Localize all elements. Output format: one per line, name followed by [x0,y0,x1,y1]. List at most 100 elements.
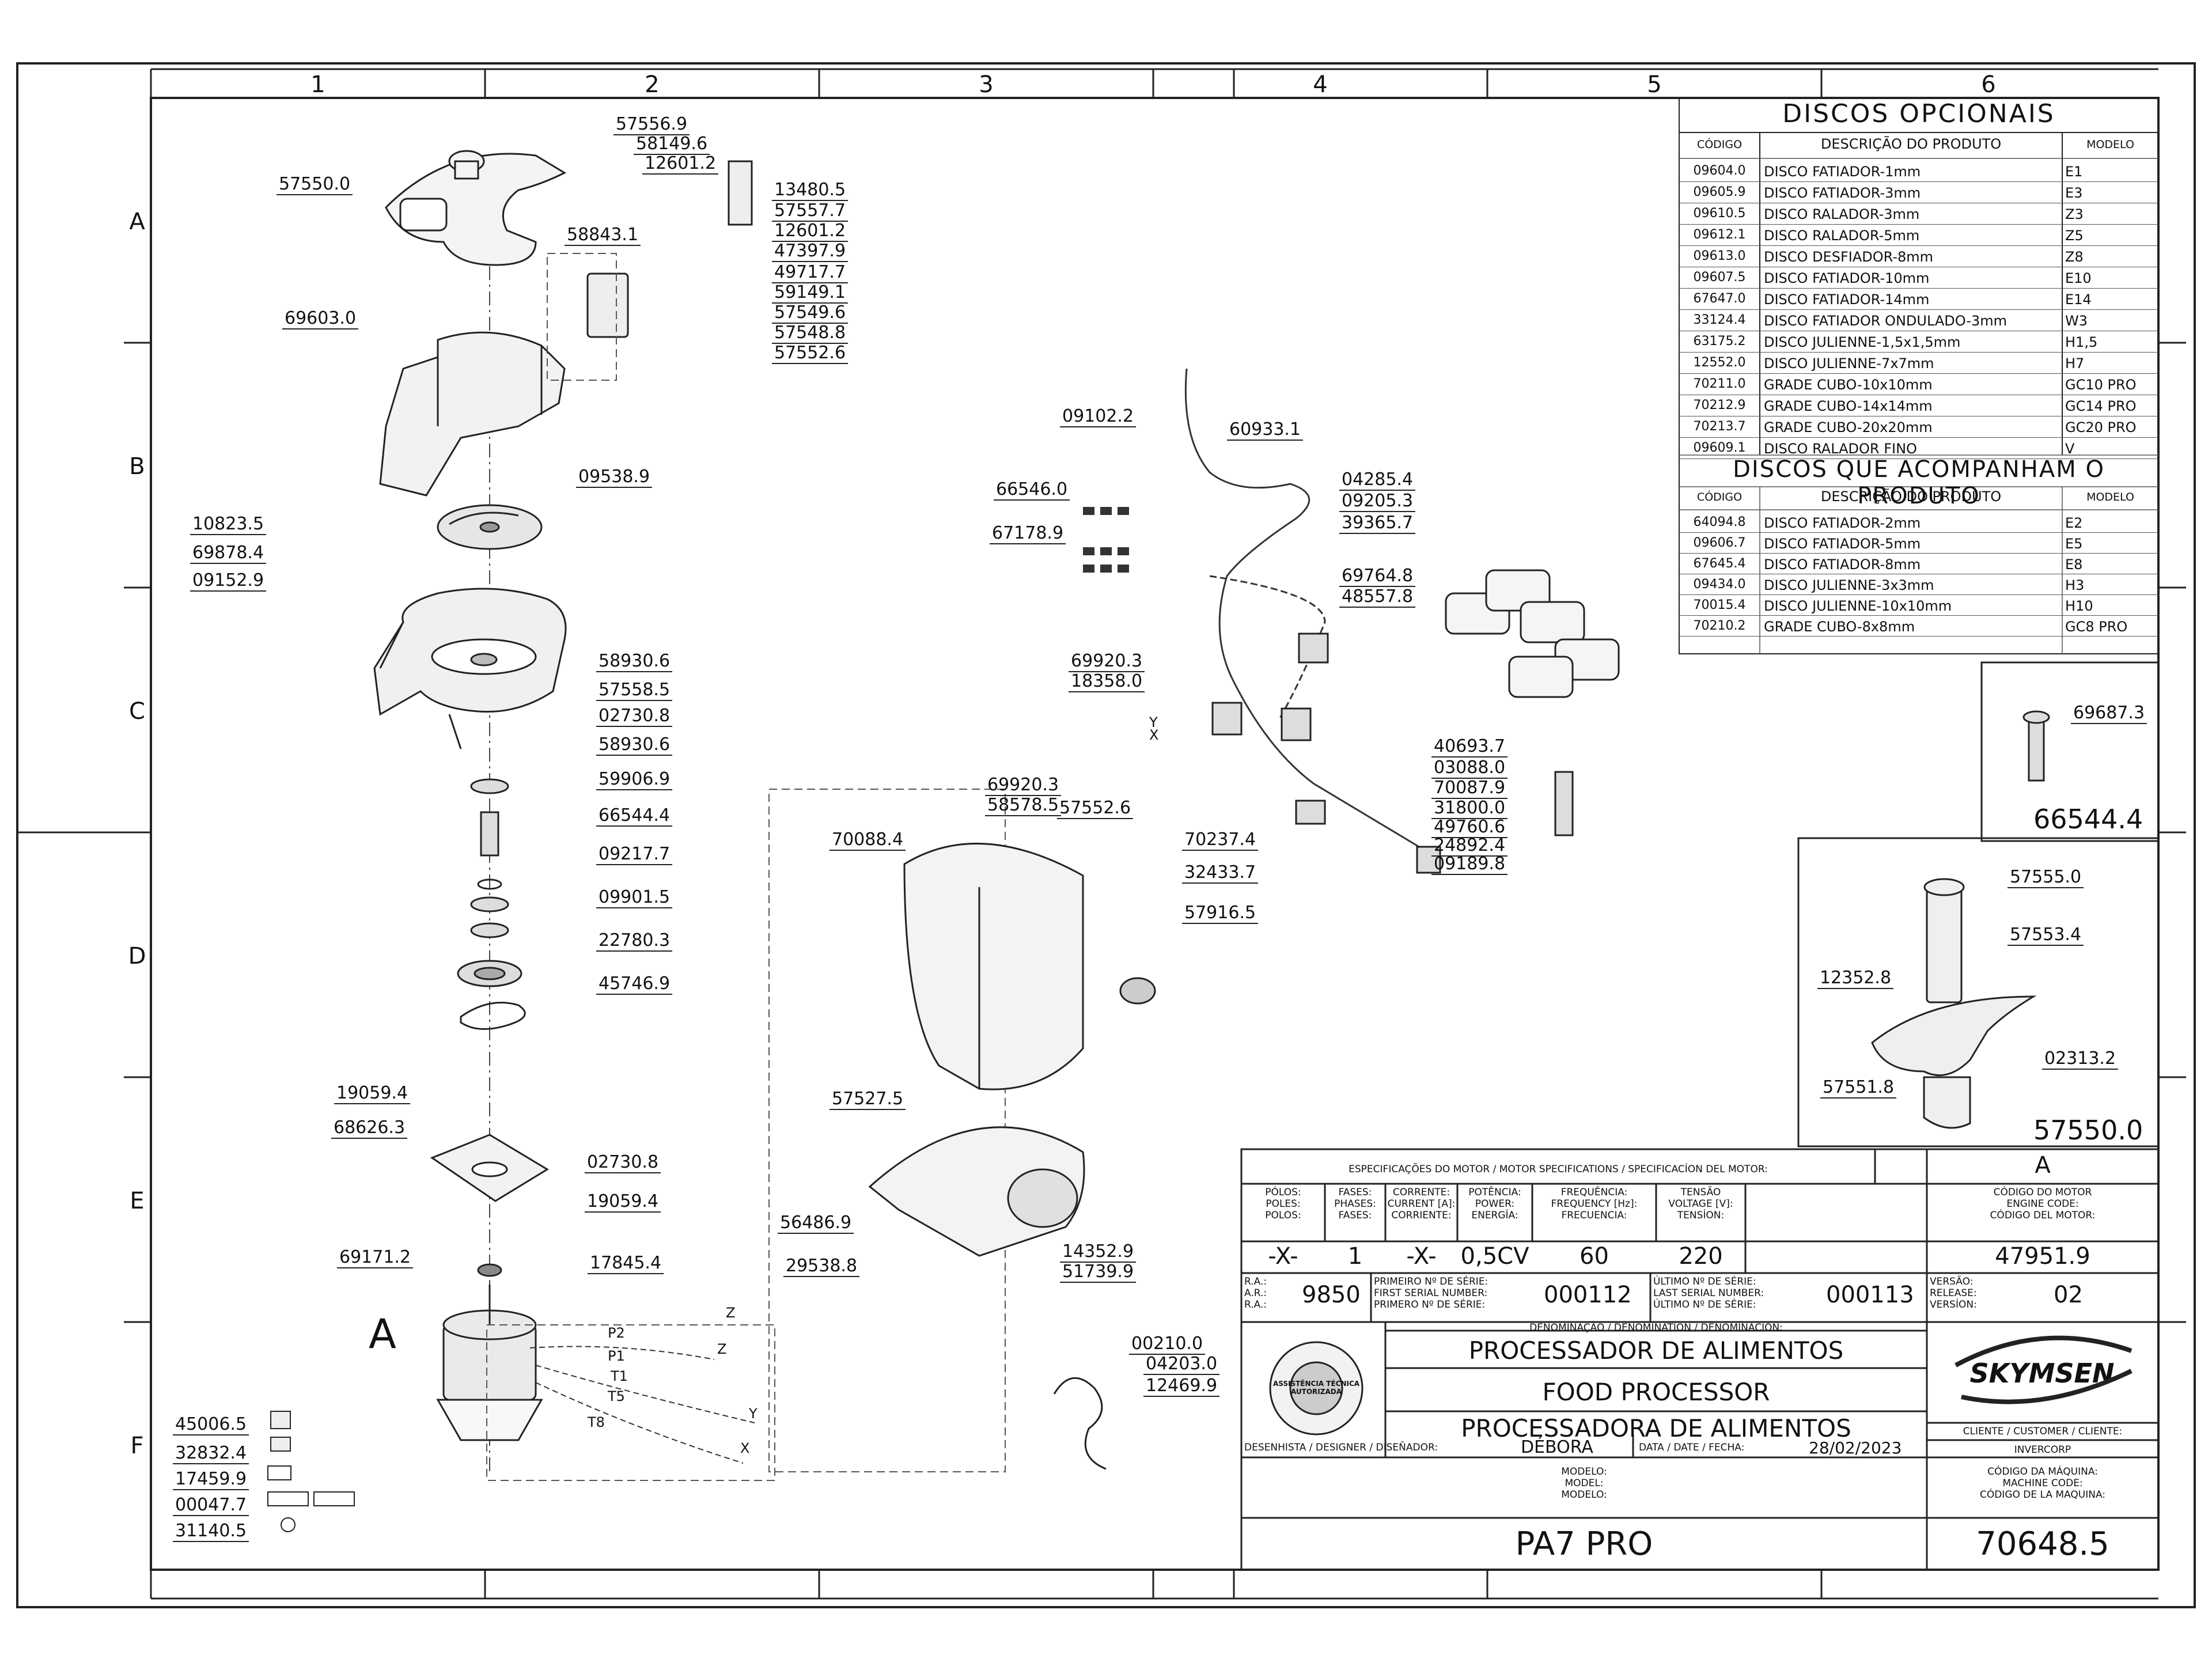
part-number-label: 58578.5 [985,795,1062,816]
part-number-label: 58843.1 [565,225,641,246]
frequency-value: 60 [1580,1243,1609,1270]
table-row [1679,437,2158,459]
row-code: 67647.0 [1693,291,1746,306]
row-model: V [2065,441,2075,457]
table-row [1679,352,2158,374]
part-number-label: 49717.7 [772,262,849,283]
disc-holders [1445,569,1620,698]
part-number-label: 67178.9 [990,523,1066,544]
motor-spec-letter: A [2035,1152,2051,1179]
inset-code-shaft: 66544.4 [2033,804,2143,835]
row-label: B [129,453,145,480]
part-number-label: 58149.6 [634,134,710,155]
row-desc: GRADE CUBO-20x20mm [1764,419,1933,435]
row-model: GC10 PRO [2065,377,2137,393]
wire-label: Y [749,1406,757,1422]
part-number-label: 69878.4 [190,543,267,564]
row-label: F [130,1433,143,1459]
table-row [1679,532,2158,554]
part-number-label: 69171.2 [337,1247,414,1268]
part-number-label: 04285.4 [1339,469,1416,491]
phases-value: 1 [1347,1243,1363,1270]
row-desc: DISCO JULIENNE-3x3mm [1764,577,1934,593]
part-number-label: 02730.8 [596,706,673,727]
designer-label: DESENHISTA / DESIGNER / DISEÑADOR: [1244,1442,1438,1453]
part-number-label: 40693.7 [1431,736,1508,757]
table-row [1679,309,2158,331]
grid-ruler-top [150,68,2158,98]
row-code: 70210.2 [1693,619,1746,633]
row-model: H3 [2065,577,2085,593]
header-code: CÓDIGO [1696,491,1743,503]
row-model: E3 [2065,185,2083,201]
row-desc: DISCO FATIADOR-2mm [1764,515,1921,531]
skymsen-logo: SKYMSEN [1970,1358,2115,1389]
poles-header: PÓLOS:POLES:POLOS: [1265,1187,1301,1221]
part-number-label: 09538.9 [576,467,653,488]
table-row [1679,574,2158,595]
drive-shaft-stack [457,778,526,1030]
svg-text:SKYMSEN: SKYMSEN [1970,1358,2115,1389]
table-row [1679,267,2158,289]
part-number-label: 39365.7 [1339,513,1416,534]
denomination-label: DENOMINAÇÃO / DENOMINATION / DENOMINACIÓ… [1529,1322,1783,1334]
inset-shaft [2022,710,2050,782]
row-label: D [128,943,146,969]
row-desc: GRADE CUBO-8x8mm [1764,619,1915,635]
row-desc: DISCO JULIENNE-1,5x1,5mm [1764,334,1961,350]
row-model: GC20 PRO [2065,419,2137,435]
electrical-coil [1053,1377,1107,1470]
denomination-en: FOOD PROCESSOR [1542,1378,1770,1406]
part-number-label: 69687.3 [2071,703,2147,724]
row-code: 63175.2 [1693,334,1746,349]
part-number-label: 57549.6 [772,302,849,324]
grid-labels: 1 2 3 4 5 6 A B C D E F [128,71,1996,1459]
part-number-label: 09152.9 [190,570,267,592]
part-number-label: 48557.8 [1339,586,1416,608]
row-desc: DISCO RALADOR-3mm [1764,206,1920,222]
part-number-label: 45006.5 [173,1414,249,1435]
row-desc: DISCO RALADOR FINO [1764,441,1917,457]
row-desc: DISCO FATIADOR-14mm [1764,291,1930,308]
row-label: C [129,698,145,725]
title-block-frame [1240,1148,2160,1571]
client-value: INVERCORP [2014,1444,2071,1456]
row-code: 70211.0 [1693,377,1746,391]
wire-label: Y [1149,714,1158,730]
last-serial-labels: ÚLTIMO Nº DE SÉRIE:LAST SERIAL NUMBER:ÚL… [1653,1276,1764,1310]
row-model: E2 [2065,515,2083,531]
inset-code-lid: 57550.0 [2033,1115,2143,1146]
part-number-label: 69603.0 [282,308,359,329]
table-row [1679,594,2158,616]
part-number-label: 70237.4 [1182,830,1259,851]
row-code: 64094.8 [1693,515,1746,529]
part-number-label: 02313.2 [2042,1048,2119,1070]
grid-ruler-right [2158,342,2186,1323]
part-number-label: 14352.9 [1060,1241,1137,1263]
part-number-label: 70087.9 [1431,778,1508,799]
part-number-label: 45746.9 [596,974,673,995]
part-number-label: 24892.4 [1431,835,1508,857]
table-row [1679,395,2158,416]
power-value: 0,5CV [1460,1243,1529,1270]
row-desc: DISCO RALADOR-5mm [1764,228,1920,244]
denomination-pt: PROCESSADOR DE ALIMENTOS [1468,1336,1844,1365]
row-code: 09604.0 [1693,164,1746,178]
discos-opcionais-table [1679,97,2159,654]
part-number-label: 13480.5 [772,180,849,201]
part-number-label: 57556.9 [613,114,690,135]
relay-and-clips [1211,632,1574,874]
logo-swoosh [1955,1335,2133,1368]
table-row [1679,288,2158,310]
version-labels: VERSÃO:RELEASE:VERSÍON: [1930,1276,1977,1310]
electrical-harness [1184,368,1429,854]
part-number-label: 57555.0 [2008,867,2084,888]
row-code: 70015.4 [1693,598,1746,612]
part-number-label: 47397.9 [772,241,849,262]
part-number-label: 66544.4 [596,805,673,827]
part-number-label: 57548.8 [772,323,849,344]
row-label: E [130,1188,144,1214]
row-code: 09610.5 [1693,206,1746,221]
